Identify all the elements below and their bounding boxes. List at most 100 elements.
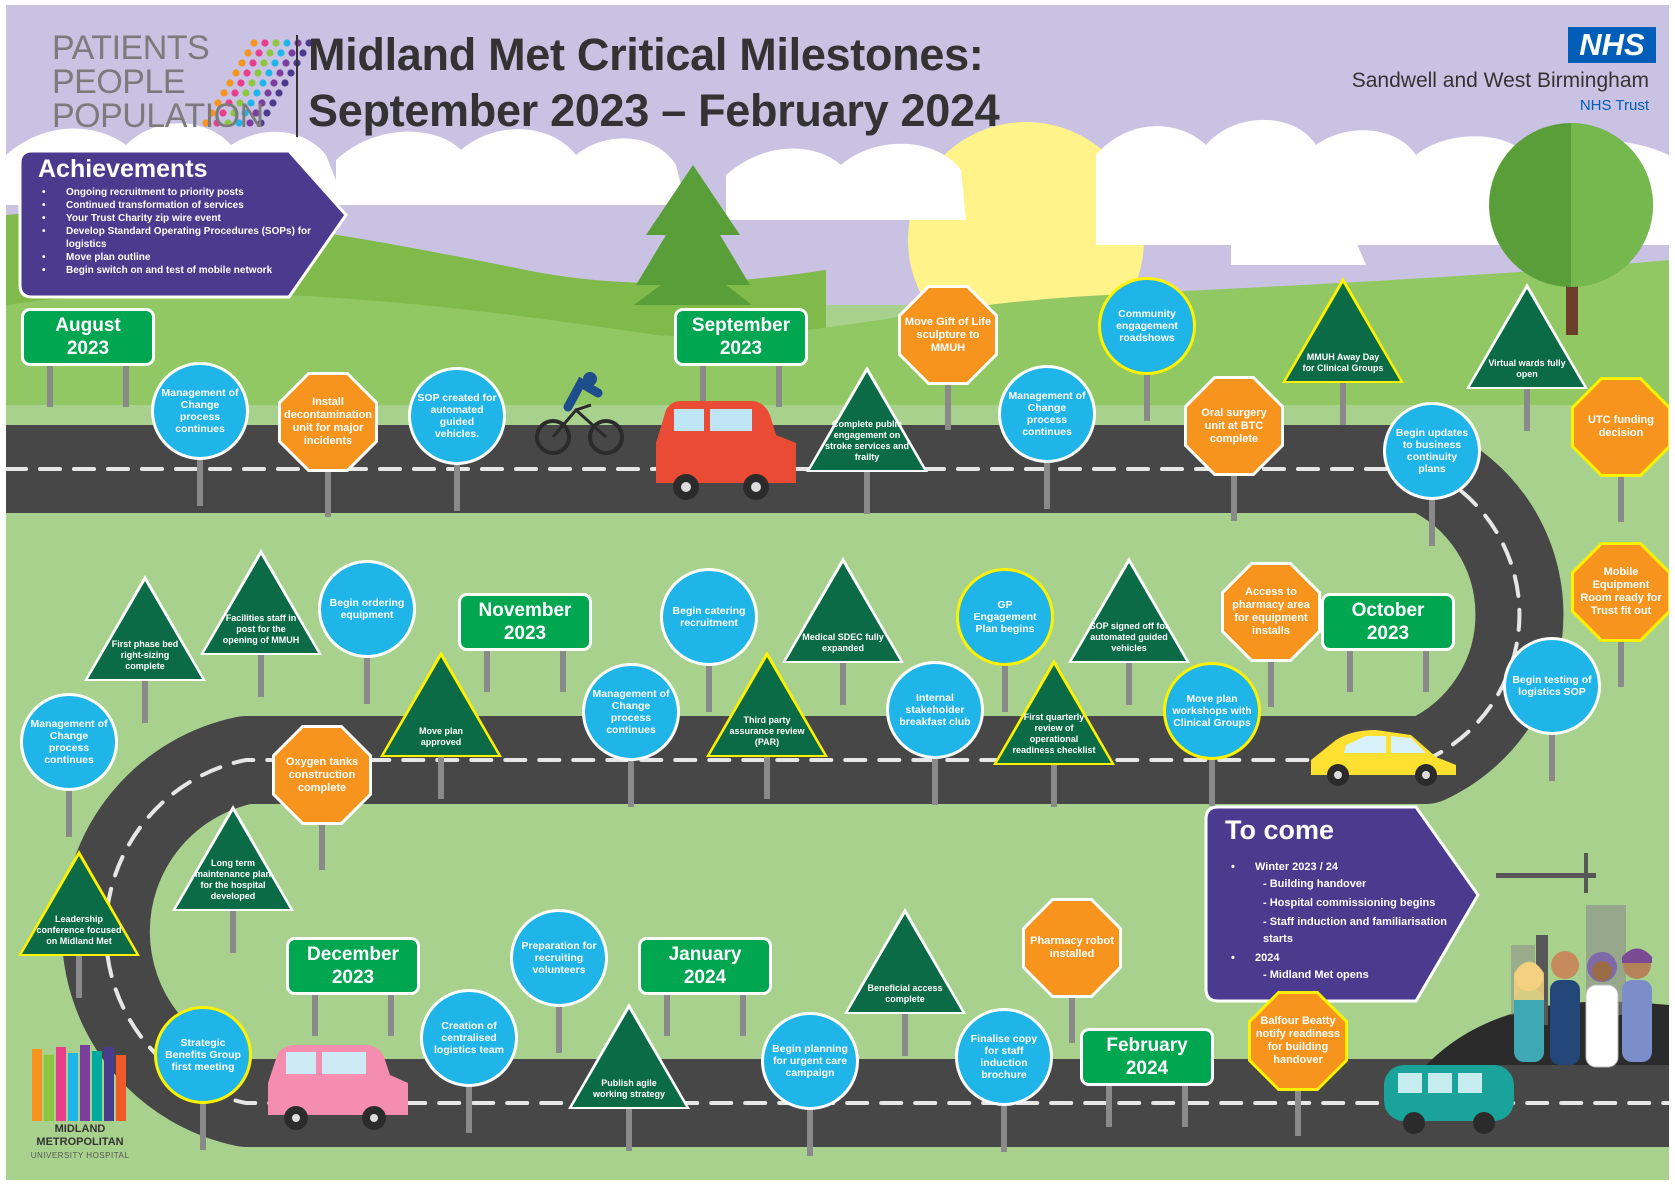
milestone-triangle: MMUH Away Day for Clinical Groups <box>1282 277 1404 383</box>
road <box>6 425 1669 1147</box>
ppp-dot <box>219 109 227 117</box>
milestone-octagon: Access to pharmacy area for equipment in… <box>1221 562 1321 662</box>
milestone-label: Move plan approved <box>418 726 463 747</box>
milestone-label: Creation of centralised logistics team <box>433 1020 505 1056</box>
ppp-dot <box>244 49 252 57</box>
sign-post <box>740 966 746 1036</box>
milestone-label: Begin updates to business continuity pla… <box>1395 427 1469 475</box>
sign-post <box>123 337 129 407</box>
list-item: Winter 2023 / 24 <box>1231 859 1461 876</box>
month-name: September <box>691 315 791 336</box>
ppp-dot <box>235 119 243 127</box>
pink-car <box>268 1045 408 1130</box>
month-name: December <box>307 944 399 965</box>
ppp-dot <box>224 119 232 127</box>
list-item: Develop Standard Operating Procedures (S… <box>42 225 332 251</box>
month-year: 2024 <box>1125 1058 1169 1079</box>
to-come-list: Winter 2023 / 24 - Building handover - H… <box>1231 857 1461 986</box>
footer-logo-name: MIDLAND METROPOLITAN <box>20 1123 140 1149</box>
milestone-triangle: Facilities staff in post for the opening… <box>200 549 322 655</box>
milestone-circle: Begin ordering equipment <box>318 560 416 658</box>
month-year: 2023 <box>1366 623 1410 644</box>
milestone-label: Long term maintenance plan for the hospi… <box>194 858 271 901</box>
milestone-octagon: Oxygen tanks construction complete <box>272 725 372 825</box>
milestone-triangle: Complete public engagement on stroke ser… <box>806 366 928 472</box>
milestone-triangle: First quarterly review of operational re… <box>993 659 1115 765</box>
milestone-circle: Move plan workshops with Clinical Groups <box>1163 662 1261 760</box>
milestone-circle: GP Engagement Plan begins <box>956 568 1054 666</box>
month-year: 2023 <box>331 967 375 988</box>
milestone-triangle: SOP signed off for automated guided vehi… <box>1068 557 1190 663</box>
sign-post <box>560 622 566 692</box>
milestones-poster: PATIENTS PEOPLE POPULATION Midland Met C… <box>6 5 1669 1180</box>
list-subitem: - Building handover <box>1263 878 1367 890</box>
ppp-dot <box>288 49 296 57</box>
sign-post <box>1423 622 1429 692</box>
yellow-car <box>1311 730 1456 786</box>
month-year: 2023 <box>503 623 547 644</box>
list-item: 2024 <box>1231 950 1461 967</box>
milestone-circle: Finalise copy for staff induction brochu… <box>955 1008 1053 1106</box>
month-name: October <box>1351 600 1425 621</box>
milestone-label: Community engagement roadshows <box>1116 308 1178 344</box>
milestone-label: Oxygen tanks construction complete <box>285 755 359 794</box>
ppp-dot <box>263 109 271 117</box>
milestone-label: Begin testing of logistics SOP <box>1512 674 1592 698</box>
sign-post <box>47 337 53 407</box>
sign-post <box>1106 1057 1112 1127</box>
milestone-label: Third party assurance review (PAR) <box>729 715 805 747</box>
ppp-dot <box>213 119 221 127</box>
milestone-label: Management of Change process continues <box>161 387 239 435</box>
ppp-dot <box>249 59 257 67</box>
milestone-label: Beneficial access complete <box>867 983 943 1004</box>
footer-logo-line: METROPOLITAN <box>36 1136 124 1148</box>
milestone-label: SOP signed off for automated guided vehi… <box>1089 621 1169 653</box>
milestone-octagon: Install decontamination unit for major i… <box>278 372 378 472</box>
month-sign-october: October 2023 <box>1321 593 1455 651</box>
milestone-circle: Begin catering recruitment <box>660 568 758 666</box>
ppp-dot <box>264 89 272 97</box>
header-divider <box>296 35 298 137</box>
month-sign-february: February 2024 <box>1080 1028 1214 1086</box>
ppp-dot <box>277 49 285 57</box>
month-year: 2023 <box>66 338 110 359</box>
ppp-dot <box>247 99 255 107</box>
milestone-label: Move Gift of Life sculpture to MMUH <box>904 315 992 354</box>
milestone-octagon: Mobile Equipment Room ready for Trust fi… <box>1571 542 1669 642</box>
month-sign-september: September 2023 <box>674 308 808 366</box>
milestone-label: Finalise copy for staff induction brochu… <box>970 1033 1038 1081</box>
milestone-octagon: Balfour Beatty notify readiness for buil… <box>1248 991 1348 1091</box>
ppp-dot <box>246 119 254 127</box>
sign-post <box>1182 1057 1188 1127</box>
milestone-circle: Begin testing of logistics SOP <box>1503 637 1601 735</box>
ppp-dot <box>202 119 210 127</box>
ppp-dot <box>275 89 283 97</box>
milestone-label: Move plan workshops with Clinical Groups <box>1172 693 1252 729</box>
milestone-triangle: Virtual wards fully open <box>1466 283 1588 389</box>
milestone-label: Begin planning for urgent care campaign <box>772 1043 848 1079</box>
ppp-dot <box>208 109 216 117</box>
milestone-circle: Community engagement roadshows <box>1098 277 1196 375</box>
milestone-triangle: First phase bed right-sizing complete <box>84 575 206 681</box>
ppp-dot <box>269 99 277 107</box>
milestone-label: Management of Change process continues <box>592 688 670 736</box>
milestone-label: First quarterly review of operational re… <box>1012 712 1096 755</box>
trust-subtitle: NHS Trust <box>1579 97 1649 114</box>
staff-figures <box>1514 948 1652 1068</box>
milestone-triangle: Long term maintenance plan for the hospi… <box>172 805 294 911</box>
ppp-dot <box>259 79 267 87</box>
ppp-dot <box>238 59 246 67</box>
ppp-dot <box>230 109 238 117</box>
list-item: Begin switch on and test of mobile netwo… <box>42 264 332 277</box>
month-year: 2023 <box>719 338 763 359</box>
milestone-label: Balfour Beatty notify readiness for buil… <box>1255 1015 1341 1066</box>
milestone-octagon: UTC funding decision <box>1571 377 1669 477</box>
ppp-dots-motif <box>202 39 313 127</box>
milestone-label: Oral surgery unit at BTC complete <box>1201 406 1267 445</box>
month-sign-november: November 2023 <box>458 593 592 651</box>
milestone-label: Management of Change process continues <box>1008 390 1086 438</box>
milestone-triangle: Publish agile working strategy <box>568 1003 690 1109</box>
brand-line: PATIENTS <box>52 29 210 67</box>
milestone-label: Begin ordering equipment <box>329 597 405 621</box>
ppp-dot <box>258 99 266 107</box>
